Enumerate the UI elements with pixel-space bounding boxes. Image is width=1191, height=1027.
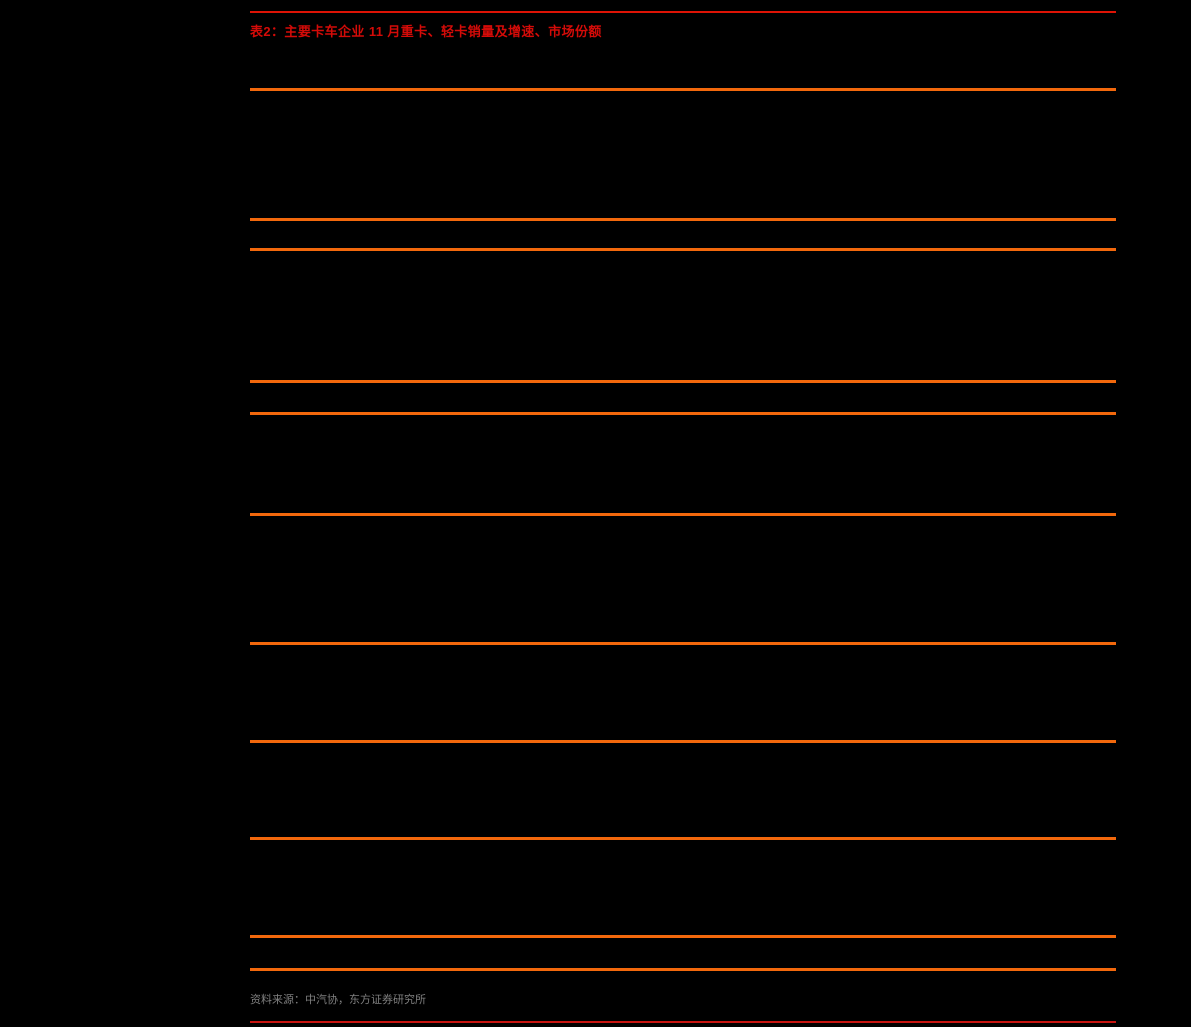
header-top-rule	[250, 88, 1116, 91]
section-6-bottom-rule	[250, 935, 1116, 938]
section-1-top-rule	[250, 248, 1116, 251]
title-top-rule	[250, 11, 1116, 13]
table-section-4-band	[250, 645, 1116, 740]
figure-title: 表2：主要卡车企业 11 月重卡、轻卡销量及增速、市场份额	[250, 24, 602, 39]
section-2-bottom-rule	[250, 513, 1116, 516]
section-1-bottom-rule	[250, 380, 1116, 383]
section-3-bottom-rule	[250, 642, 1116, 645]
section-4-bottom-rule	[250, 740, 1116, 743]
table-section-1-band	[250, 251, 1116, 380]
table-section-5-band	[250, 743, 1116, 837]
table-section-6-band	[250, 840, 1116, 935]
table-header-band	[250, 91, 1116, 218]
table-section-3-band	[250, 516, 1116, 642]
table-total-band	[250, 938, 1116, 968]
section-2-top-rule	[250, 412, 1116, 415]
table-bottom-rule	[250, 968, 1116, 971]
figure-footer-rule	[250, 1021, 1116, 1023]
header-bottom-rule	[250, 218, 1116, 221]
table-section-2-band	[250, 415, 1116, 513]
section-5-bottom-rule	[250, 837, 1116, 840]
figure-source-note: 资料来源：中汽协，东方证券研究所	[250, 994, 426, 1006]
